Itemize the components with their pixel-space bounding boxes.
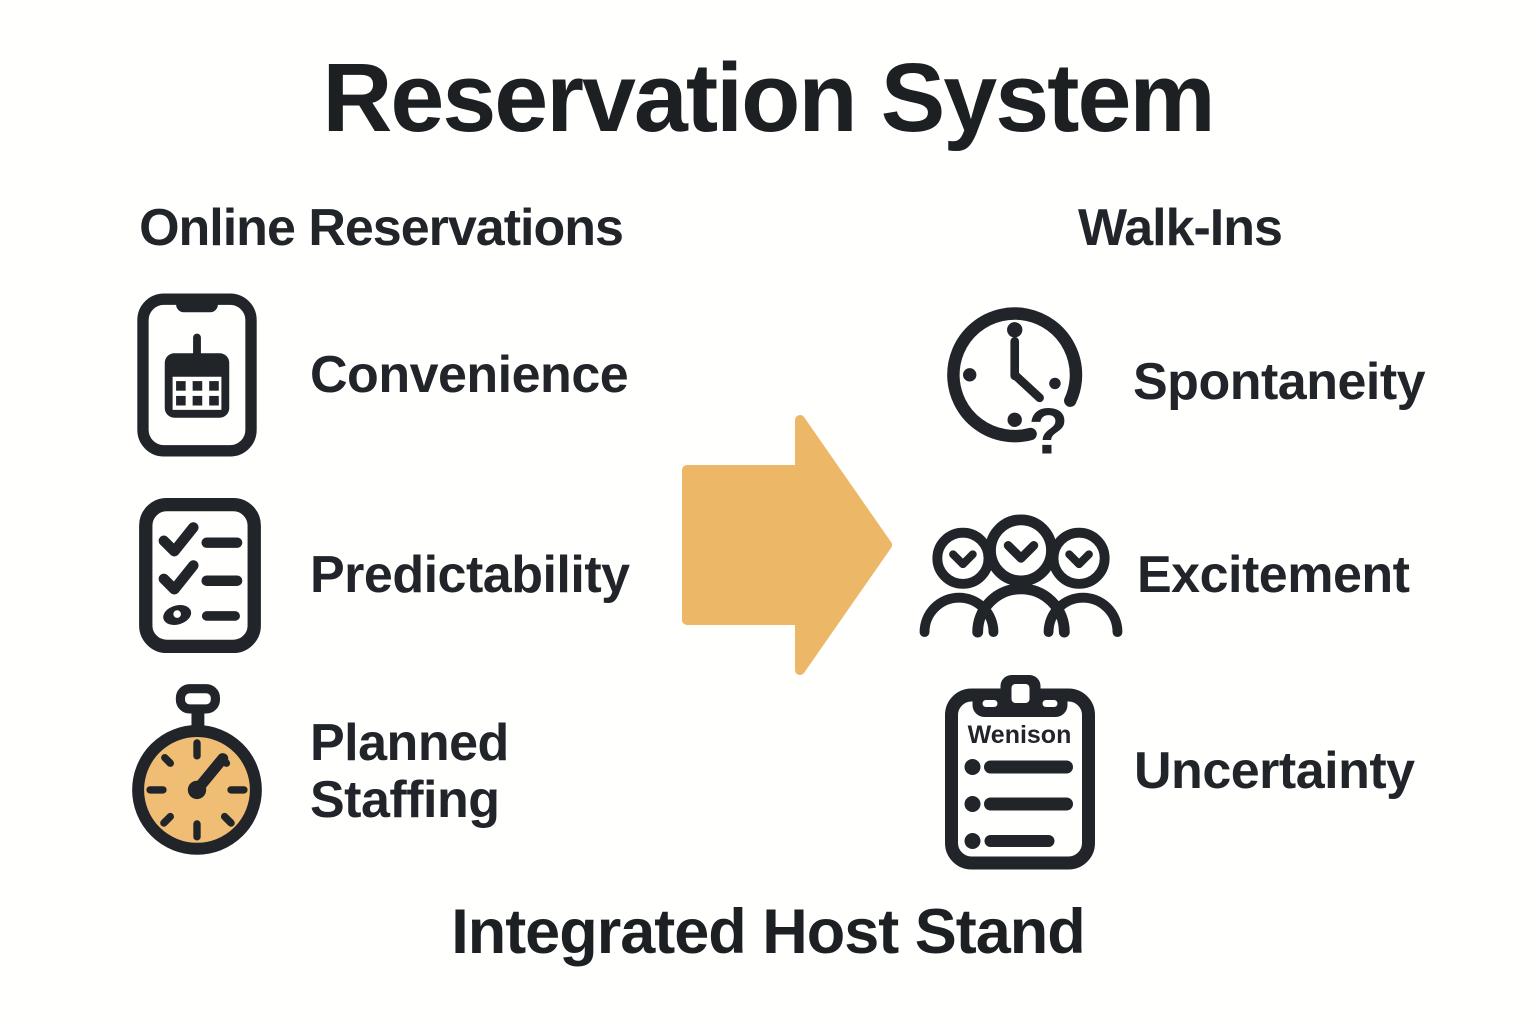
people-group-icon <box>919 514 1123 638</box>
feature-row-excitement: Excitement <box>915 512 1410 638</box>
right-column-header: Walk-Ins <box>1078 199 1283 257</box>
feature-label: Spontaneity <box>1133 352 1426 411</box>
left-column-header: Online Reservations <box>139 199 624 257</box>
feature-label: Predictability <box>310 546 630 605</box>
feature-row-predictability: Predictability <box>138 497 630 654</box>
question-mark-glyph: ? <box>1028 394 1068 461</box>
feature-row-convenience: Convenience <box>136 292 629 458</box>
feature-label: Excitement <box>1137 545 1410 604</box>
page-title: Reservation System <box>322 43 1215 152</box>
footer-title: Integrated Host Stand <box>451 897 1086 967</box>
clipboard-list-icon: Wenison <box>945 675 1095 870</box>
clipboard-title-text: Wenison <box>968 721 1072 749</box>
phone-calendar-icon <box>137 293 257 457</box>
feature-label: Convenience <box>310 345 629 404</box>
feature-row-planned-staffing: Planned Staffing <box>128 684 545 859</box>
clock-question-icon: ? <box>947 307 1083 461</box>
stopwatch-icon <box>132 684 262 855</box>
feature-label: Uncertainty <box>1134 741 1415 800</box>
feature-label: Planned Staffing <box>310 714 509 829</box>
right-arrow-icon <box>682 415 892 675</box>
feature-row-spontaneity: ? Spontaneity <box>942 303 1426 461</box>
checklist-icon <box>139 497 261 654</box>
feature-row-uncertainty: Wenison Uncertainty <box>942 671 1415 871</box>
